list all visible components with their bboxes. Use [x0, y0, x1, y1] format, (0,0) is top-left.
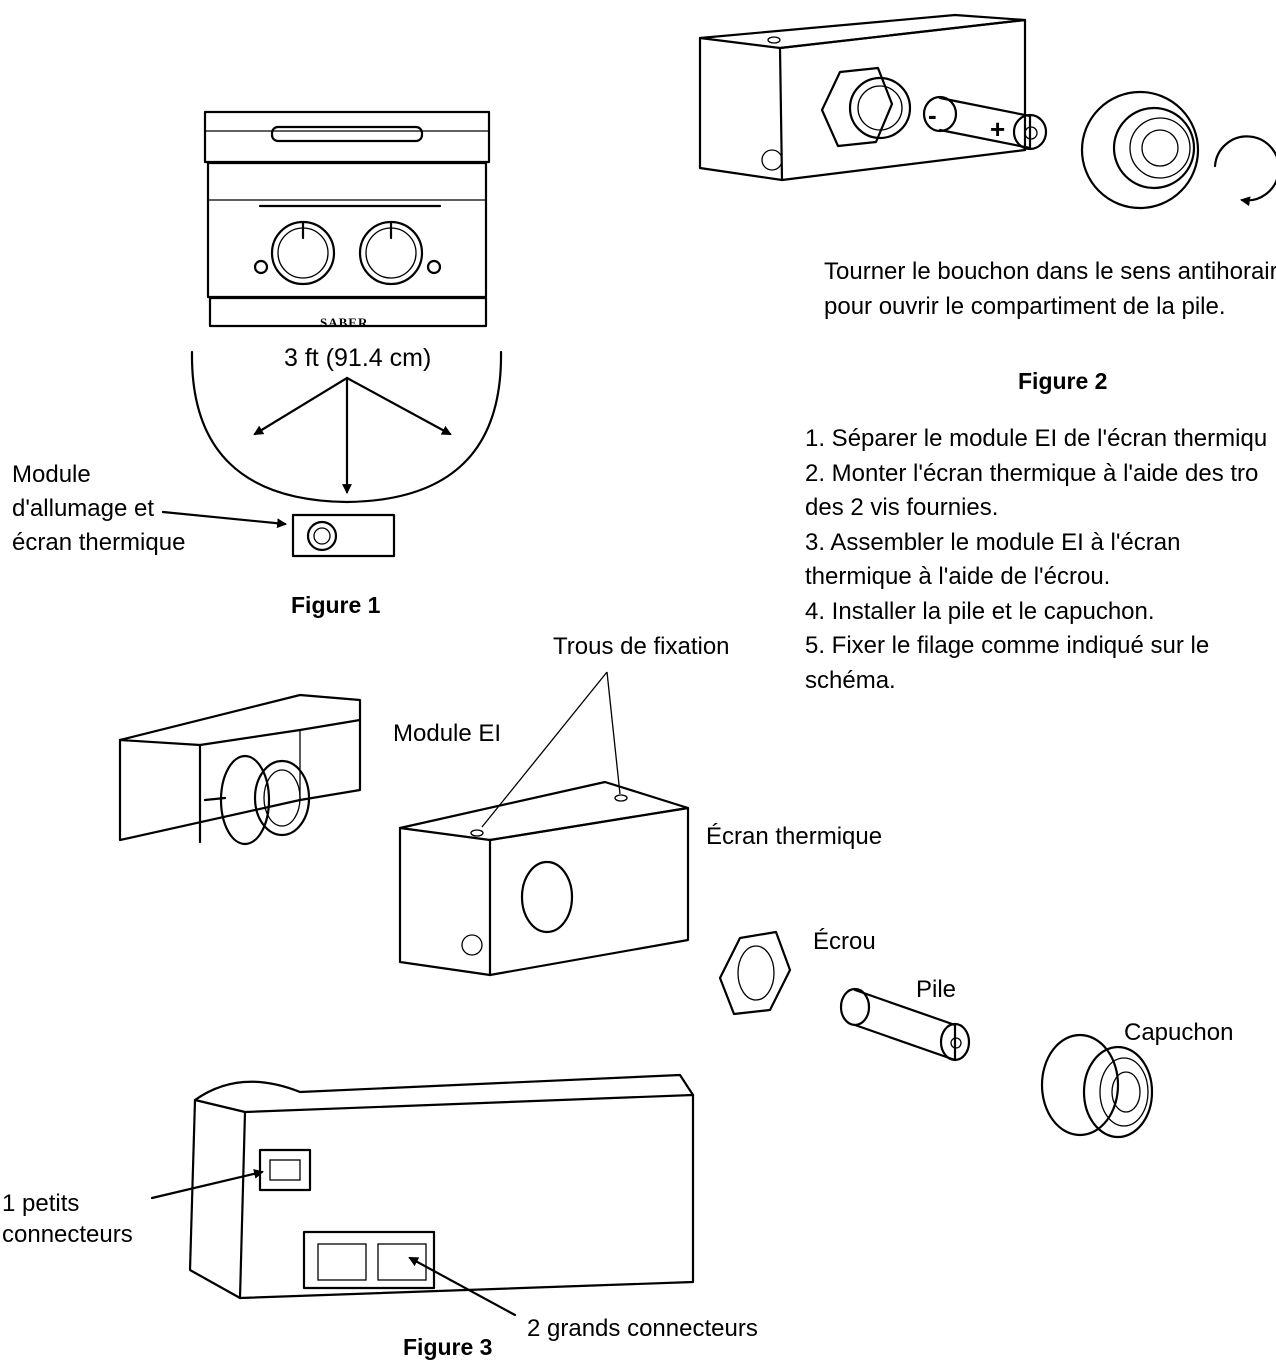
large-connector-label: 2 grands connecteurs	[527, 1315, 758, 1342]
instruction-line-1: 1. Séparer le module EI de l'écran therm…	[805, 425, 1268, 452]
figure-2-caption: Figure 2	[1018, 368, 1108, 394]
grill-front-drawing	[203, 110, 491, 328]
small-connector-label-line-2: connecteurs	[2, 1221, 133, 1248]
module-pointer-arrow	[161, 510, 287, 529]
hole-leader-left	[481, 671, 608, 828]
heat-shield-label: Écran thermique	[706, 823, 883, 850]
instruction-line-2: 2. Monter l'écran thermique à l'aide des…	[805, 460, 1259, 487]
battery-exploded-drawing	[839, 987, 971, 1062]
module-label-line-1: Module	[12, 461, 91, 488]
figure-2-text-line-1: Tourner le bouchon dans le sens antihora…	[824, 258, 1276, 285]
figure-2-text-line-2: pour ouvrir le compartiment de la pile.	[824, 293, 1226, 320]
large-connector-arrow	[408, 1256, 517, 1317]
instruction-line-3: des 2 vis fournies.	[805, 494, 999, 521]
instruction-line-7: 5. Fixer le filage comme indiqué sur le	[805, 632, 1210, 659]
figure-3-caption: Figure 3	[403, 1334, 493, 1360]
cap-drawing	[1080, 90, 1200, 210]
shield-box-top-drawing	[698, 13, 1027, 182]
figure-1-caption: Figure 1	[291, 592, 381, 618]
battery-label: Pile	[916, 976, 957, 1003]
hole-leader-right	[606, 671, 621, 795]
battery-drawing	[922, 95, 1048, 151]
mounting-holes-label: Trous de fixation	[553, 633, 730, 660]
module-label-line-3: écran thermique	[12, 529, 186, 556]
instruction-line-8: schéma.	[805, 667, 896, 694]
nut-label: Écrou	[813, 928, 876, 955]
range-arc	[190, 350, 503, 504]
small-connector-label-line-1: 1 petits	[2, 1190, 80, 1217]
module-label-line-2: d'allumage et	[12, 495, 155, 522]
ei-module-label: Module EI	[393, 720, 502, 747]
range-arrow-left	[253, 376, 349, 436]
instruction-line-4: 3. Assembler le module EI à l'écran	[805, 529, 1181, 556]
instruction-line-6: 4. Installer la pile et le capuchon.	[805, 598, 1155, 625]
cap-exploded-drawing	[1040, 1033, 1154, 1139]
connector-box-drawing	[188, 1073, 695, 1300]
rotation-arrow	[1213, 135, 1276, 207]
battery-minus-sign: -	[928, 100, 937, 130]
heat-shield-drawing	[398, 780, 690, 977]
range-arrow-right	[345, 376, 452, 436]
cap-label: Capuchon	[1124, 1019, 1234, 1046]
brand-logo: SABER	[320, 315, 369, 330]
small-connector-arrow	[150, 1169, 264, 1200]
distance-label: 3 ft (91.4 cm)	[284, 344, 432, 372]
nut-drawing	[718, 930, 792, 1016]
module-small-drawing	[291, 513, 396, 558]
ei-module-drawing	[118, 693, 362, 846]
instruction-line-5: thermique à l'aide de l'écrou.	[805, 563, 1111, 590]
battery-plus-sign: +	[990, 114, 1006, 144]
